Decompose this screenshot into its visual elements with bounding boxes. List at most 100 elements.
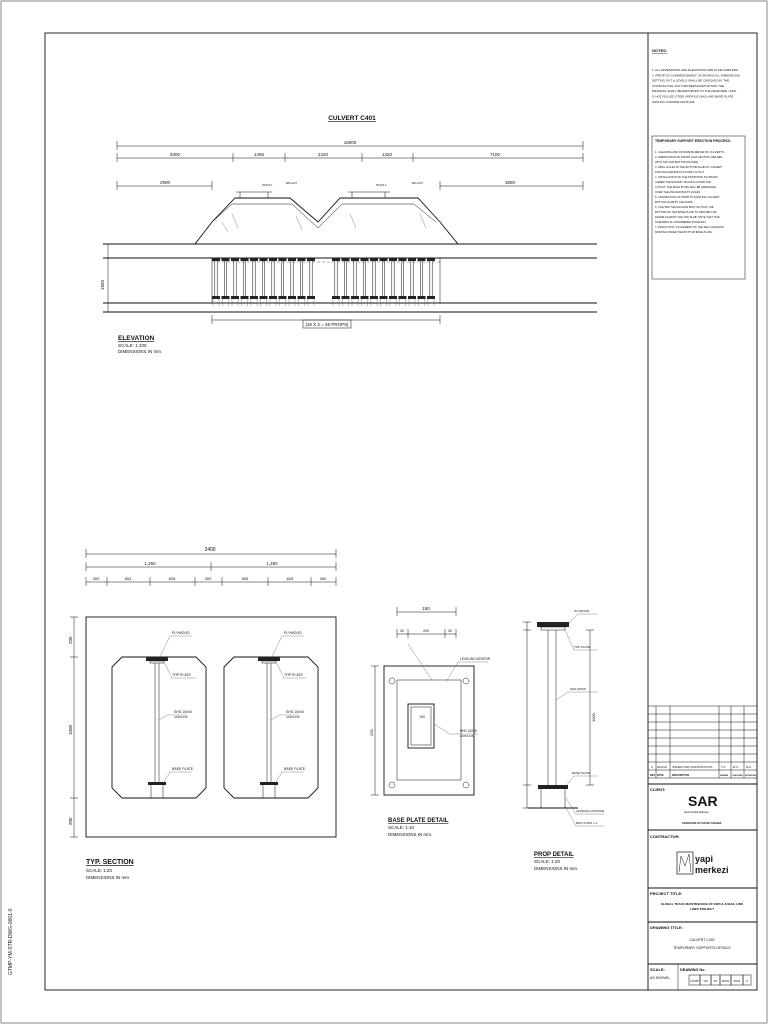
sar-logo-text: SAR [688, 793, 718, 809]
drawing-title-line-2: TEMPORARY SUPPORTS DETAILS [673, 946, 731, 950]
elevation-prop [379, 258, 388, 306]
rev-cell: ISSUED FOR CONSTRUCTION [672, 765, 712, 769]
bp-title: BASE PLATE DETAIL [388, 818, 449, 824]
note-line: FRAME AGAINST THE TOP SLAB. NOTE THAT TH… [655, 215, 720, 219]
elevation-units: DIMENSIONS IN mm. [118, 349, 162, 354]
sequence-list: 1. CLEANING AND CONCRETE REPAIR OF CULVE… [655, 150, 725, 234]
elevation-prop [427, 258, 435, 306]
bp-shs-label: SHS 100X5 [460, 729, 477, 733]
yapi-merkezi-logo: yapi merkezi [676, 851, 729, 875]
section-units: DIMENSIONS IN mm. [86, 875, 130, 880]
base-plate-label: BASE PLATE [284, 767, 306, 771]
prop-bolts-label: BOLTS M16 x 4 [576, 821, 597, 825]
section-sub-dim: 300 [205, 576, 212, 581]
base-plate-detail: 150 30 200 30 100 LEVELING MORTAR SHS 10… [369, 606, 491, 837]
elevation-prop [278, 258, 287, 306]
note-line: LAYOUT. THE BASE PLATE WILL BE ARRANGED [655, 185, 716, 189]
bp-scale: SCALE: 1:10 [388, 825, 415, 830]
elev-dim-2: 1455 [254, 152, 265, 157]
bp-units: DIMENSIONS IN mm. [388, 832, 432, 837]
rev-cell: 2021/01 [657, 765, 668, 769]
prop-shs-label: SHS 100X5 [570, 687, 586, 691]
prop-top-plate-label: TOP PLATE [574, 645, 590, 649]
elev-dim-4: 1420 [382, 152, 393, 157]
project-line-1: GLOBAL TRACK MAINTENANCE OF EWR & JUBAIL… [661, 902, 744, 906]
base-plate-label: BASE PLATE [172, 767, 194, 771]
elevation-prop [341, 258, 350, 306]
svg-text:TRACK 1: TRACK 1 [262, 184, 273, 187]
elev-dim-5: 7100 [490, 152, 501, 157]
embankment-profile [117, 197, 583, 245]
note-line: BOTTOM SLAB BY ANCHORS. [655, 200, 693, 204]
bp-inner-dim: 100 [419, 715, 425, 719]
bp-sub-dim: 200 [423, 629, 429, 633]
section-sub-dim: 625 [287, 576, 294, 581]
elevation-prop [398, 258, 407, 306]
drawing-no-label: DRAWING No. [680, 968, 706, 972]
drawing-no-cell: DWG [722, 979, 730, 983]
shs-label: SHS 100x5 [286, 710, 304, 714]
drawing-border [44, 32, 758, 991]
note-line: 1. ALL DIMENSIONS AND ELEVATIONS ARE IN … [652, 68, 739, 72]
sar-logo: SAR Saudi Arabia Railways [684, 793, 718, 814]
elevation-prop [351, 258, 359, 306]
prop-units: DIMENSIONS IN mm. [534, 866, 578, 871]
shs-sub-label: ASTM A36 [174, 715, 188, 719]
note-line: DRAWING SHALL BE REPORTED TO THE DESIGNE… [652, 89, 737, 93]
prop-height-dim: 1000 [591, 712, 596, 722]
elevation-prop [212, 258, 220, 306]
section-prop-right [258, 657, 280, 798]
shs-sub-label: ASTM A36 [286, 715, 300, 719]
notes-heading: NOTES: [652, 48, 667, 53]
prop-scale: SCALE: 1:20 [534, 859, 561, 864]
section-overall-dim: 2400 [204, 547, 215, 553]
section-title: TYP. SECTION [86, 859, 134, 866]
bp-side-dim: 200 [369, 729, 374, 736]
drawing-title-line-1: CULVERT C401 [689, 938, 714, 942]
project-label: PROJECT TITLE: [650, 891, 682, 896]
note-line: 3. HOT ROLLED STEEL PROFILE (SHS) AND BA… [652, 95, 733, 99]
note-line: 3. DRILL HOLES IN THE BOTTOM SLAB OF CUL… [655, 165, 723, 169]
note-line: 4. INSTALLATION OF THE PROB WITH PLYWOOD [655, 175, 718, 179]
note-line: MORTAR UNDER THE BOTTOM BASE PLATE. [655, 230, 713, 234]
rev-header: CHECKED [732, 775, 743, 777]
rev-cell: T.S. [721, 765, 726, 769]
rev-cell: M.C. [746, 765, 752, 769]
rev-header: DESCRIPTION [672, 774, 689, 777]
shs-label: SHS 100x5 [174, 710, 192, 714]
culvert-title: CULVERT C401 [328, 115, 376, 122]
note-line: 2. FABRICATION OF PROPS (SHS SECTION WEL… [655, 155, 723, 159]
elevation-prop [408, 258, 416, 306]
contractor-label: CONTRACTOR: [650, 834, 680, 839]
notes-list: 1. ALL DIMENSIONS AND ELEVATIONS ARE IN … [652, 68, 740, 104]
elev-dim-3: 2420 [318, 152, 329, 157]
note-line: 7. EXECUTION / PLACEMENT OF THE SELF LEV… [655, 225, 724, 229]
section-vert-dim: 200 [68, 636, 73, 644]
drawing-no-cell: 0001 [734, 979, 741, 983]
elevation-prop [417, 258, 426, 306]
elevation-prop [297, 258, 306, 306]
section-sub-dim: 300 [320, 576, 327, 581]
sequence-box [651, 135, 746, 280]
rev-cell: 0 [651, 765, 653, 769]
bp-sub-dim: 30 [448, 629, 452, 633]
elev-dim-left: 2900 [160, 180, 171, 185]
note-line: FOR ANCHOR BOLTS AS PER LAYOUT. [655, 170, 705, 174]
side-drawing-code: GTMP-YM-STR-DWG-0001-0 [8, 908, 14, 975]
section-vert-dim: 1000 [68, 724, 73, 735]
elevation-props [212, 258, 440, 306]
elevation-prop [240, 258, 249, 306]
section-cell-left [111, 656, 207, 799]
section-outline [85, 616, 337, 838]
bp-shs-sub: ASTM A36 [460, 734, 474, 738]
title-block: NOTES: 1. ALL DIMENSIONS AND ELEVATIONS … [648, 48, 757, 990]
elevation-prop [231, 258, 239, 306]
section-half-dim-2: 1,250 [266, 561, 278, 566]
prop-title: PROP DETAIL [534, 852, 574, 858]
bp-mortar-label: LEVELING MORTAR [460, 657, 491, 661]
plywood-label: PLYWOOD [172, 631, 190, 635]
section-sub-dim: 625 [169, 576, 176, 581]
client-country: KINGDOM OF SAUDI ARABIA [682, 821, 721, 825]
